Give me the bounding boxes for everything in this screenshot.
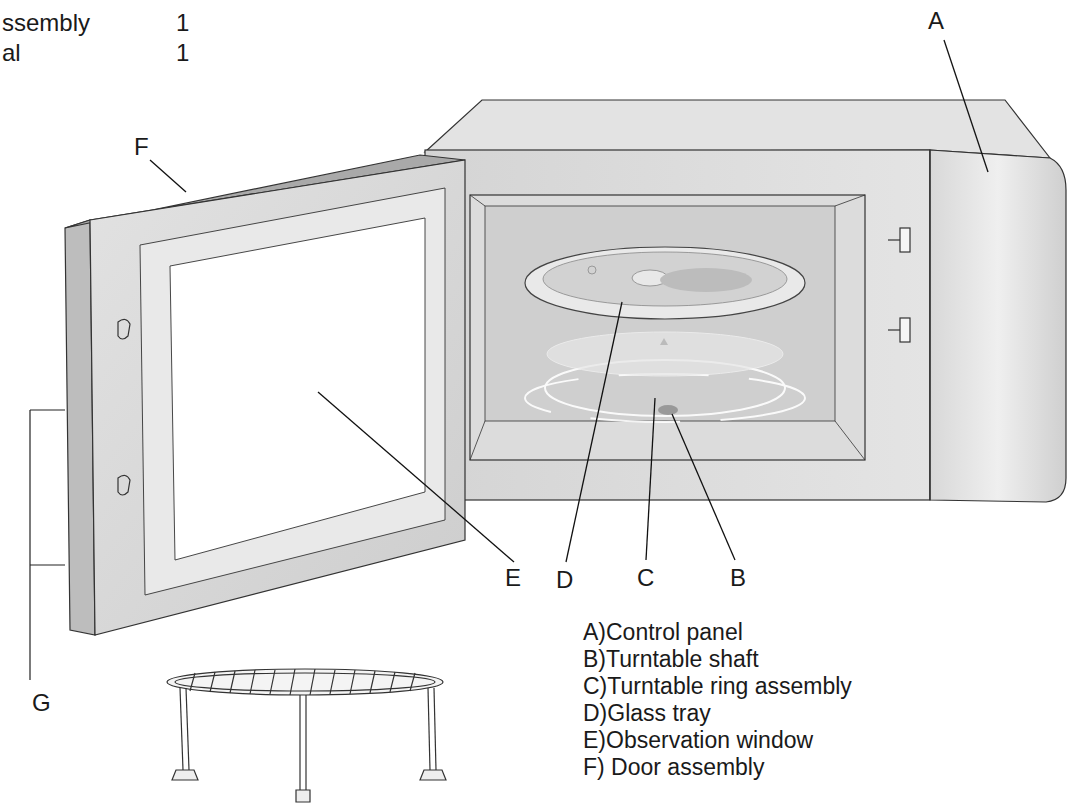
legend-item-text: C)Turntable ring assembly — [583, 674, 852, 699]
parts-list-text: al — [2, 40, 21, 66]
callout-letter: D — [556, 567, 573, 593]
callout-letter: C — [637, 565, 654, 591]
callout-letter: A — [928, 8, 944, 34]
ring-arrow — [660, 338, 668, 345]
parts-list-count: 1 — [176, 40, 189, 66]
parts-list-count: 1 — [176, 10, 189, 36]
door-bracket — [30, 410, 65, 680]
legend-item-text: E)Observation window — [583, 728, 813, 753]
leader-lines — [150, 40, 988, 562]
callout-letter: B — [730, 565, 746, 591]
callout-letter: F — [134, 134, 149, 160]
door — [65, 155, 465, 635]
turntable-shaft — [658, 405, 678, 415]
callout-letter: G — [32, 690, 51, 716]
legend-item-text: F) Door assembly — [583, 755, 764, 780]
legend-item-text: A)Control panel — [583, 620, 743, 645]
oven-body — [425, 100, 1066, 502]
grill-rack — [167, 669, 446, 802]
legend-item-text: D)Glass tray — [583, 701, 711, 726]
glass-tray — [525, 247, 805, 319]
turntable-ring-plate — [547, 332, 783, 376]
callout-letter: E — [505, 565, 521, 591]
parts-list-text: ssembly — [2, 10, 90, 36]
legend-item-text: B)Turntable shaft — [583, 647, 759, 672]
